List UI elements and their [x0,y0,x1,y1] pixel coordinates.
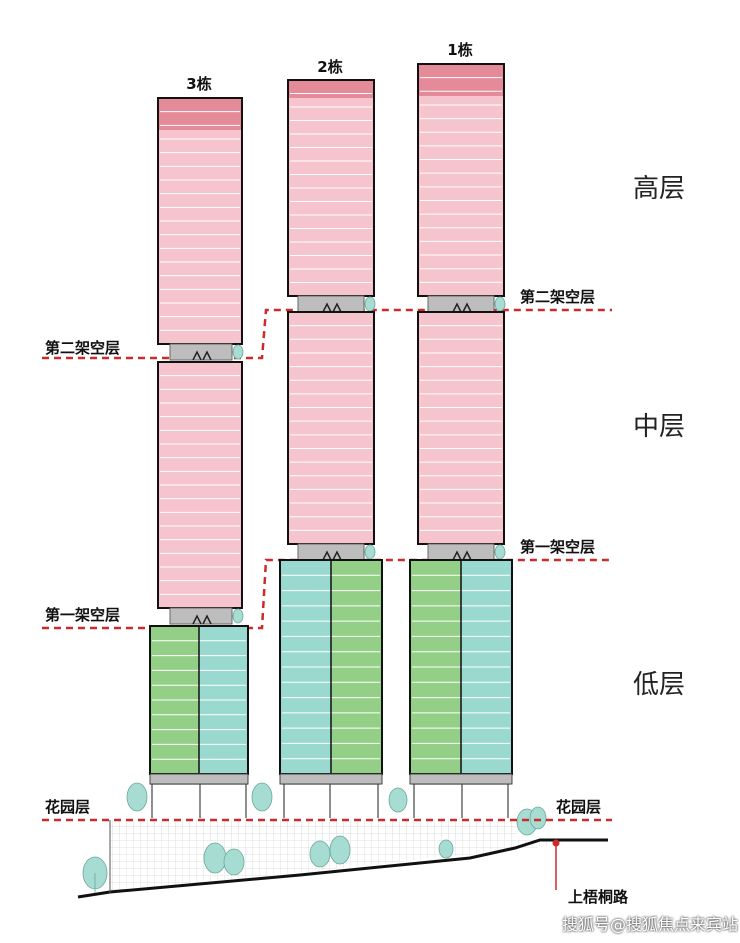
building-label-2: 2栋 [317,58,343,76]
garden-pilotis [150,783,510,818]
tower3-stilt2 [169,343,233,361]
zone-label-low: 低层 [633,670,686,700]
tower2-stilt2-tree [364,296,376,312]
garden-label-left: 花园层 [45,798,91,816]
tower1-stilt2 [427,295,495,313]
second-stilt-label-left: 第二架空层 [45,339,121,357]
tower1-stilt1-tree [494,544,506,560]
tower3-stilt2-people [192,350,212,361]
zone-label-high: 高层 [633,174,686,204]
watermark: 搜狐号@搜狐焦点来宾站 [562,915,739,934]
tower3-stilt1-tree [232,608,244,624]
tower3-low-base [149,773,249,785]
tower2-high-top [288,80,374,98]
building-label-1: 1栋 [447,41,473,59]
tower1-stilt1-people [452,550,472,561]
tower3-high-top [158,98,242,130]
tower2-low-base [279,773,383,785]
tower2-stilt1 [297,543,365,561]
tower2-stilt2-people [322,302,342,313]
garden-label-right: 花园层 [556,798,602,816]
tower1-stilt1 [427,543,495,561]
tower1-stilt2-people [452,302,472,313]
tower1-high [418,64,504,296]
tower3-stilt1 [169,607,233,625]
tower2-stilt2 [297,295,365,313]
building-label-3: 3栋 [186,75,212,93]
tower1-stilt2-tree [494,296,506,312]
tower3-stilt1-people [192,614,212,625]
garden-trees [126,782,408,813]
road-marker [552,839,560,847]
first-stilt-label-right: 第一架空层 [520,538,596,556]
second-stilt-line [42,308,612,360]
tower2-stilt1-tree [364,544,376,560]
tower3-stilt2-tree [232,344,244,360]
tower2-mid [288,312,374,544]
towers [149,63,513,785]
tower1-mid [418,312,504,544]
zone-label-mid: 中层 [633,412,686,442]
first-stilt-label-left: 第一架空层 [45,606,121,624]
road-label: 上梧桐路 [568,888,629,906]
tower2-stilt1-people [322,550,342,561]
tower1-low-base [409,773,513,785]
tower1-high-top [418,64,504,96]
podium-trees [82,806,547,893]
second-stilt-label-right: 第二架空层 [520,288,596,306]
